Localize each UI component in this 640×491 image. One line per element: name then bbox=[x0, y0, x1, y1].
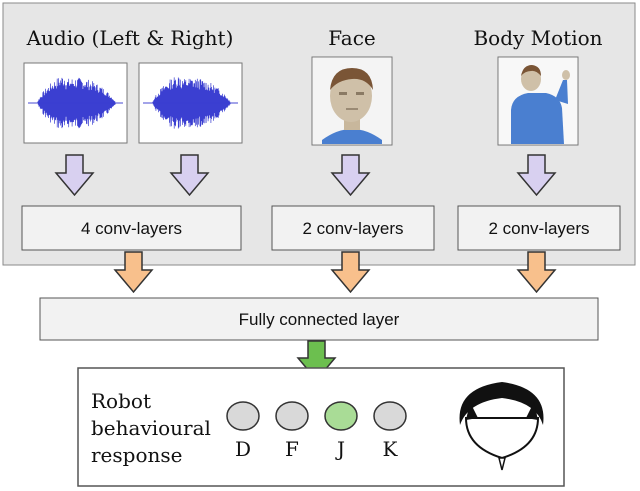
audio-left-waveform bbox=[23, 62, 128, 144]
output-label-line-1: Robot bbox=[91, 389, 151, 413]
response-option-k bbox=[373, 401, 407, 431]
body-motion-title: Body Motion bbox=[473, 26, 602, 50]
robot-head-icon bbox=[459, 382, 544, 471]
arrow-body-to-conv bbox=[516, 154, 557, 197]
fully-connected-label: Fully connected layer bbox=[239, 310, 400, 329]
response-option-j-selected bbox=[324, 401, 358, 431]
response-option-label-f: F bbox=[285, 437, 299, 461]
audio-right-waveform bbox=[138, 62, 243, 144]
arrow-body-conv-to-fc bbox=[516, 251, 557, 294]
response-option-label-j: J bbox=[335, 437, 345, 461]
arrow-face-conv-to-fc bbox=[330, 251, 371, 294]
arrow-face-to-conv bbox=[330, 154, 371, 197]
response-option-label-k: K bbox=[383, 437, 399, 461]
output-label-line-2: behavioural bbox=[91, 416, 211, 440]
audio-title: Audio (Left & Right) bbox=[26, 26, 234, 50]
arrow-audio-right-to-conv bbox=[169, 154, 210, 197]
response-option-label-d: D bbox=[235, 437, 251, 461]
response-option-d bbox=[226, 401, 260, 431]
arrow-audio-conv-to-fc bbox=[113, 251, 154, 294]
face-title: Face bbox=[328, 26, 375, 50]
response-option-f bbox=[275, 401, 309, 431]
body-conv-box: 2 conv-layers bbox=[457, 205, 621, 251]
body-motion-image bbox=[497, 56, 579, 146]
audio-conv-box: 4 conv-layers bbox=[21, 205, 242, 251]
face-conv-box: 2 conv-layers bbox=[271, 205, 435, 251]
body-conv-label: 2 conv-layers bbox=[488, 219, 589, 238]
arrow-audio-left-to-conv bbox=[54, 154, 95, 197]
face-conv-label: 2 conv-layers bbox=[302, 219, 403, 238]
output-label-line-3: response bbox=[91, 443, 182, 467]
audio-conv-label: 4 conv-layers bbox=[81, 219, 182, 238]
face-image bbox=[311, 56, 393, 146]
fully-connected-box: Fully connected layer bbox=[39, 297, 599, 341]
